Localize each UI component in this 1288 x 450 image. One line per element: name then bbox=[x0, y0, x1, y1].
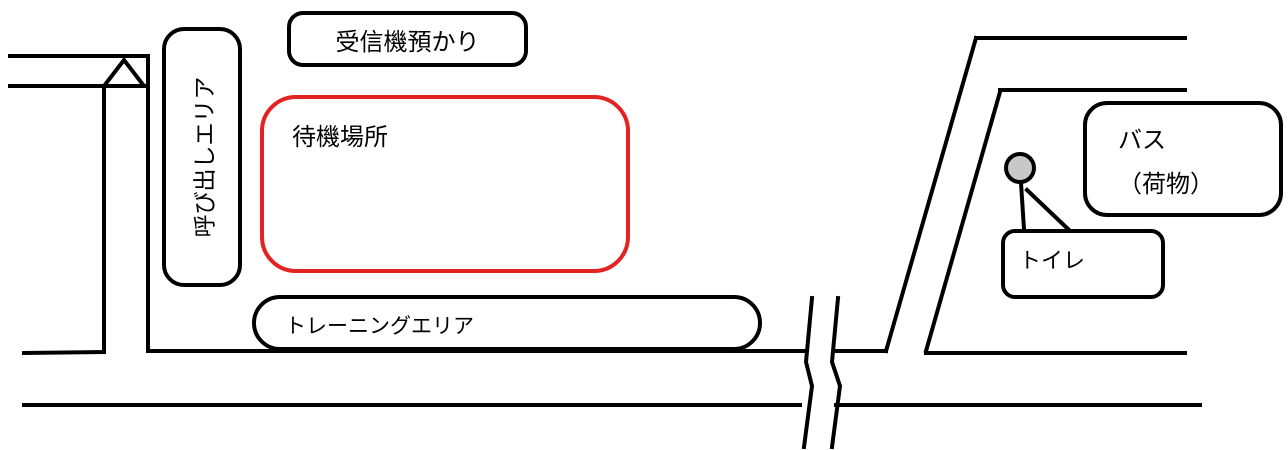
training-area-label: トレーニングエリア bbox=[285, 314, 474, 338]
receiver-storage-box bbox=[287, 11, 528, 67]
receiver-storage-label: 受信機預かり bbox=[287, 11, 528, 67]
bus-label: バス （荷物） bbox=[1118, 118, 1214, 206]
training-area-box bbox=[252, 295, 762, 351]
call-area-text: 呼び出しエリア bbox=[192, 76, 218, 238]
break-mark bbox=[829, 295, 843, 450]
road-line bbox=[21, 349, 107, 356]
toilet-box bbox=[1001, 229, 1165, 299]
toilet-label: トイレ bbox=[1019, 249, 1086, 274]
toilet-marker-icon bbox=[1004, 152, 1036, 184]
road-line bbox=[923, 89, 1003, 354]
waiting-area-label: 待機場所 bbox=[292, 123, 388, 151]
waiting-area-box bbox=[260, 95, 630, 273]
luggage-text: （荷物） bbox=[1118, 170, 1214, 198]
toilet-pointer bbox=[1018, 180, 1027, 232]
bus-box bbox=[1083, 101, 1283, 217]
road-line bbox=[883, 35, 979, 354]
toilet-pointer bbox=[1024, 187, 1071, 232]
receiver-storage-text: 受信機預かり bbox=[335, 27, 480, 56]
call-area-label: 呼び出しエリア bbox=[162, 27, 242, 287]
entrance-triangle-icon bbox=[99, 56, 149, 88]
call-area-box bbox=[162, 27, 242, 287]
bus-text: バス bbox=[1118, 126, 1166, 154]
break-mark bbox=[801, 295, 815, 450]
